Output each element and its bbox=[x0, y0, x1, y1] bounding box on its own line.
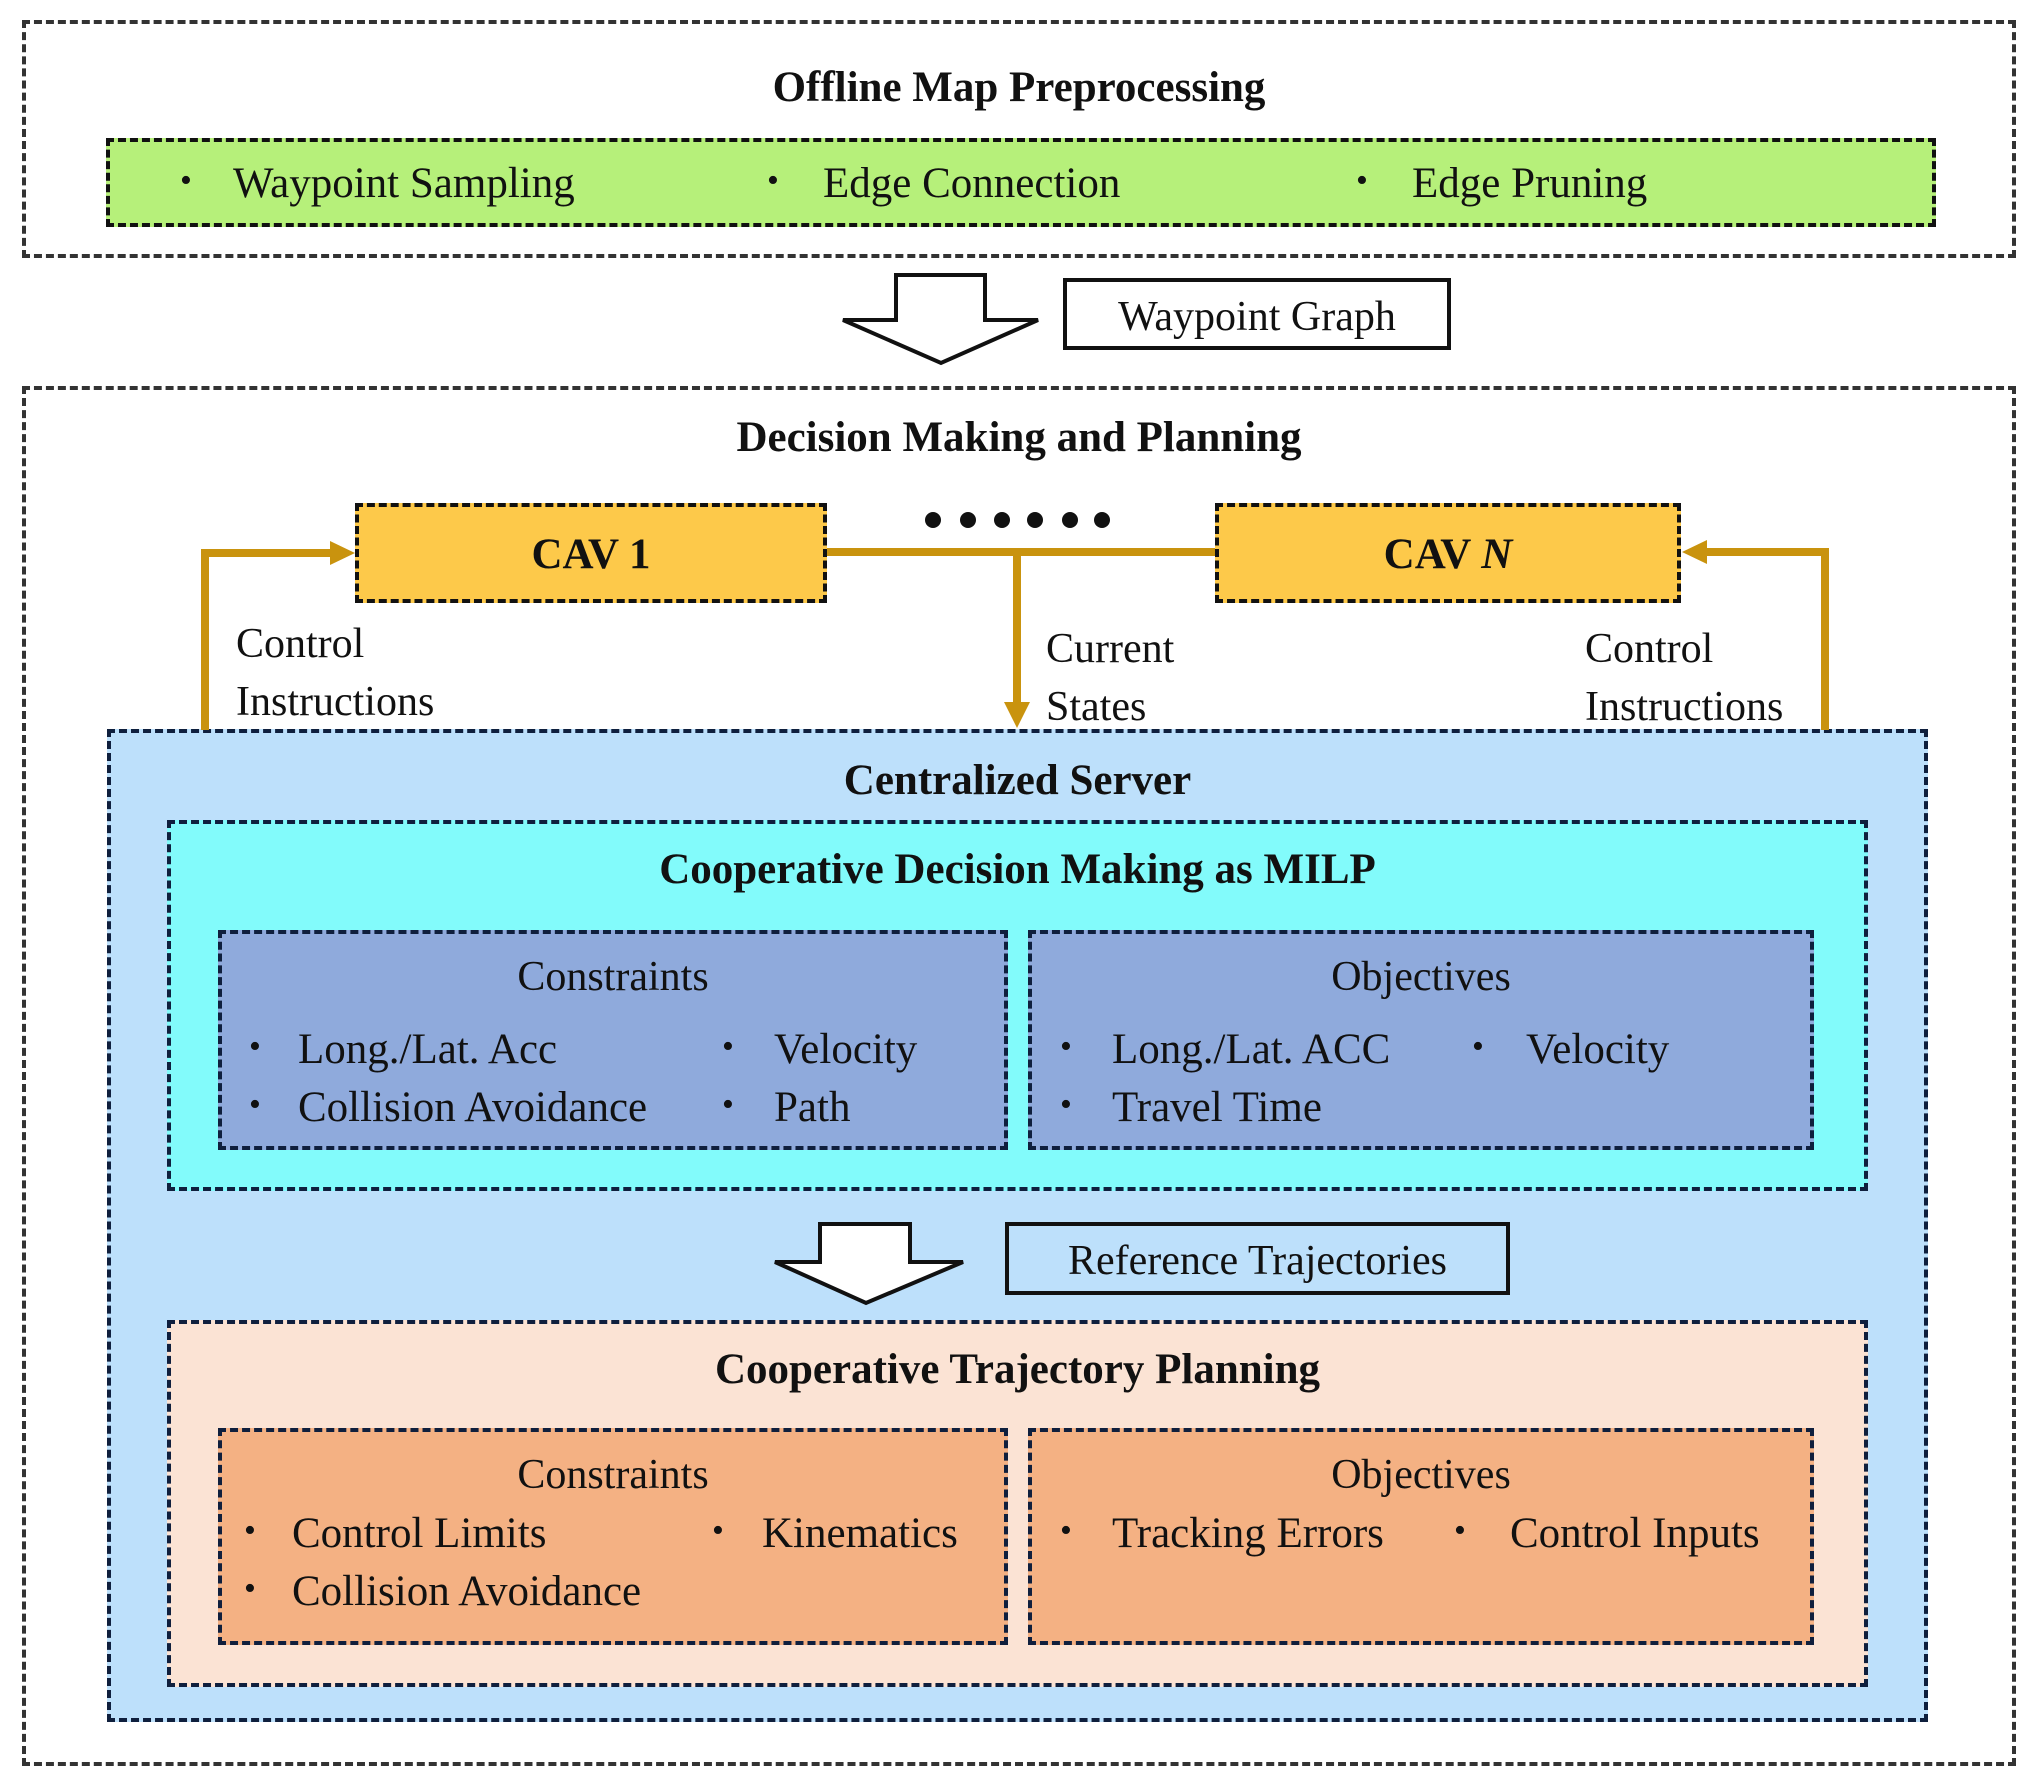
bullet-icon: • bbox=[180, 162, 192, 199]
trajectory-constraints-box: Constraints • Control Limits • Kinematic… bbox=[218, 1428, 1008, 1645]
bullet-icon: • bbox=[712, 1512, 724, 1549]
bullet-icon: • bbox=[1472, 1028, 1484, 1065]
decision-planning-title: Decision Making and Planning bbox=[736, 414, 1302, 461]
milp-constraint-item: Collision Avoidance bbox=[298, 1084, 648, 1131]
bullet-icon: • bbox=[249, 1028, 261, 1065]
trajectory-objective-item: Tracking Errors bbox=[1112, 1510, 1384, 1557]
trajectory-objective-item: Control Inputs bbox=[1510, 1510, 1760, 1557]
bullet-icon: • bbox=[1060, 1086, 1072, 1123]
current-states-line1: Current bbox=[1046, 626, 1175, 672]
milp-objective-item: Velocity bbox=[1526, 1026, 1670, 1073]
right-control-instructions-line1: Control bbox=[1585, 626, 1714, 672]
trajectory-constraint-item: Collision Avoidance bbox=[292, 1568, 642, 1615]
right-control-instructions-line2: Instructions bbox=[1585, 684, 1784, 730]
reference-trajectories-label-box: Reference Trajectories bbox=[1005, 1222, 1510, 1295]
trajectory-planning-title: Cooperative Trajectory Planning bbox=[714, 1346, 1321, 1393]
milp-constraint-item: Velocity bbox=[774, 1026, 918, 1073]
step-edge-connection: Edge Connection bbox=[823, 160, 1121, 207]
milp-objective-item: Long./Lat. ACC bbox=[1112, 1026, 1391, 1073]
milp-objective-item: Travel Time bbox=[1112, 1084, 1322, 1131]
bullet-icon: • bbox=[767, 162, 779, 199]
waypoint-graph-label-box: Waypoint Graph bbox=[1063, 278, 1451, 350]
milp-constraints-box: Constraints • Long./Lat. Acc • Velocity … bbox=[218, 930, 1008, 1150]
offline-preprocessing-panel: Offline Map Preprocessing bbox=[22, 20, 2016, 258]
trajectory-constraints-title: Constraints bbox=[517, 1452, 709, 1498]
step-edge-pruning: Edge Pruning bbox=[1412, 160, 1648, 207]
bullet-icon: • bbox=[244, 1570, 256, 1607]
bullet-icon: • bbox=[1060, 1028, 1072, 1065]
left-control-instructions-line1: Control bbox=[236, 621, 365, 667]
cav-n-label: CAV N bbox=[1383, 531, 1513, 578]
cav-1-box: CAV 1 bbox=[355, 503, 827, 603]
milp-objectives-box: Objectives • Long./Lat. ACC • Velocity •… bbox=[1028, 930, 1814, 1150]
cav-n-box: CAV N bbox=[1215, 503, 1681, 603]
centralized-server-title: Centralized Server bbox=[843, 757, 1192, 804]
bullet-icon: • bbox=[249, 1086, 261, 1123]
bullet-icon: • bbox=[1060, 1512, 1072, 1549]
offline-preprocessing-title: Offline Map Preprocessing bbox=[772, 64, 1266, 111]
trajectory-constraint-item: Control Limits bbox=[292, 1510, 547, 1557]
decision-planning-panel: Decision Making and Planning bbox=[22, 386, 2016, 1766]
milp-constraint-item: Path bbox=[774, 1084, 851, 1131]
milp-constraints-title: Constraints bbox=[517, 954, 709, 1000]
bullet-icon: • bbox=[1356, 162, 1368, 199]
reference-trajectories-label: Reference Trajectories bbox=[1067, 1238, 1447, 1284]
milp-title: Cooperative Decision Making as MILP bbox=[659, 846, 1376, 893]
milp-objectives-title: Objectives bbox=[1331, 954, 1511, 1000]
trajectory-constraint-item: Kinematics bbox=[762, 1510, 958, 1557]
step-waypoint-sampling: Waypoint Sampling bbox=[233, 160, 575, 207]
waypoint-graph-label: Waypoint Graph bbox=[1118, 294, 1396, 340]
bullet-icon: • bbox=[722, 1028, 734, 1065]
bullet-icon: • bbox=[244, 1512, 256, 1549]
bullet-icon: • bbox=[722, 1086, 734, 1123]
down-block-arrow-icon bbox=[842, 273, 1039, 366]
preprocessing-steps-box: • Waypoint Sampling • Edge Connection • … bbox=[106, 138, 1936, 227]
bullet-icon: • bbox=[1454, 1512, 1466, 1549]
left-control-instructions-line2: Instructions bbox=[236, 679, 435, 725]
cav-1-label: CAV 1 bbox=[531, 531, 651, 578]
current-states-line2: States bbox=[1046, 684, 1147, 730]
milp-constraint-item: Long./Lat. Acc bbox=[298, 1026, 558, 1073]
trajectory-objectives-box: Objectives • Tracking Errors • Control I… bbox=[1028, 1428, 1814, 1645]
trajectory-objectives-title: Objectives bbox=[1331, 1452, 1511, 1498]
